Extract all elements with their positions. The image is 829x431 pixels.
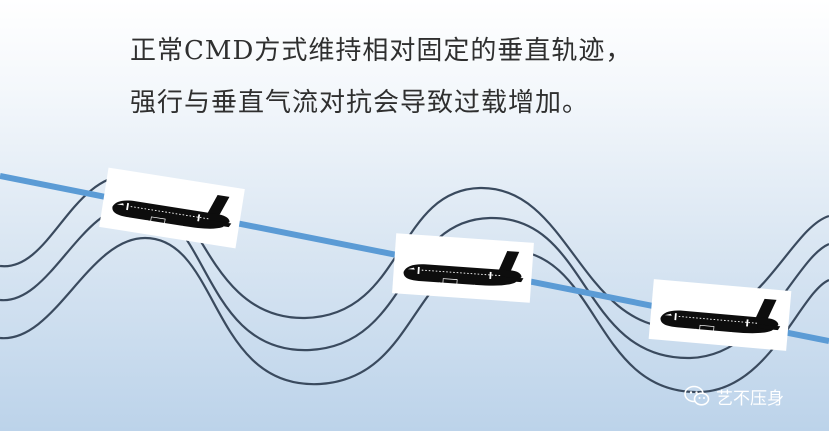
watermark-text: 艺不压身 bbox=[716, 388, 784, 409]
aircraft-frame-1 bbox=[99, 167, 245, 249]
caption-line-1: 正常CMD方式维持相对固定的垂直轨迹， bbox=[130, 36, 633, 66]
airflow-wave-3 bbox=[0, 236, 829, 394]
caption-line-2: 强行与垂直气流对抗会导致过载增加。 bbox=[130, 88, 590, 118]
watermark: 艺不压身 bbox=[684, 383, 784, 409]
aircraft-frame-3 bbox=[648, 279, 792, 351]
wechat-icon bbox=[684, 385, 710, 407]
aircraft-frame-2 bbox=[392, 233, 534, 303]
